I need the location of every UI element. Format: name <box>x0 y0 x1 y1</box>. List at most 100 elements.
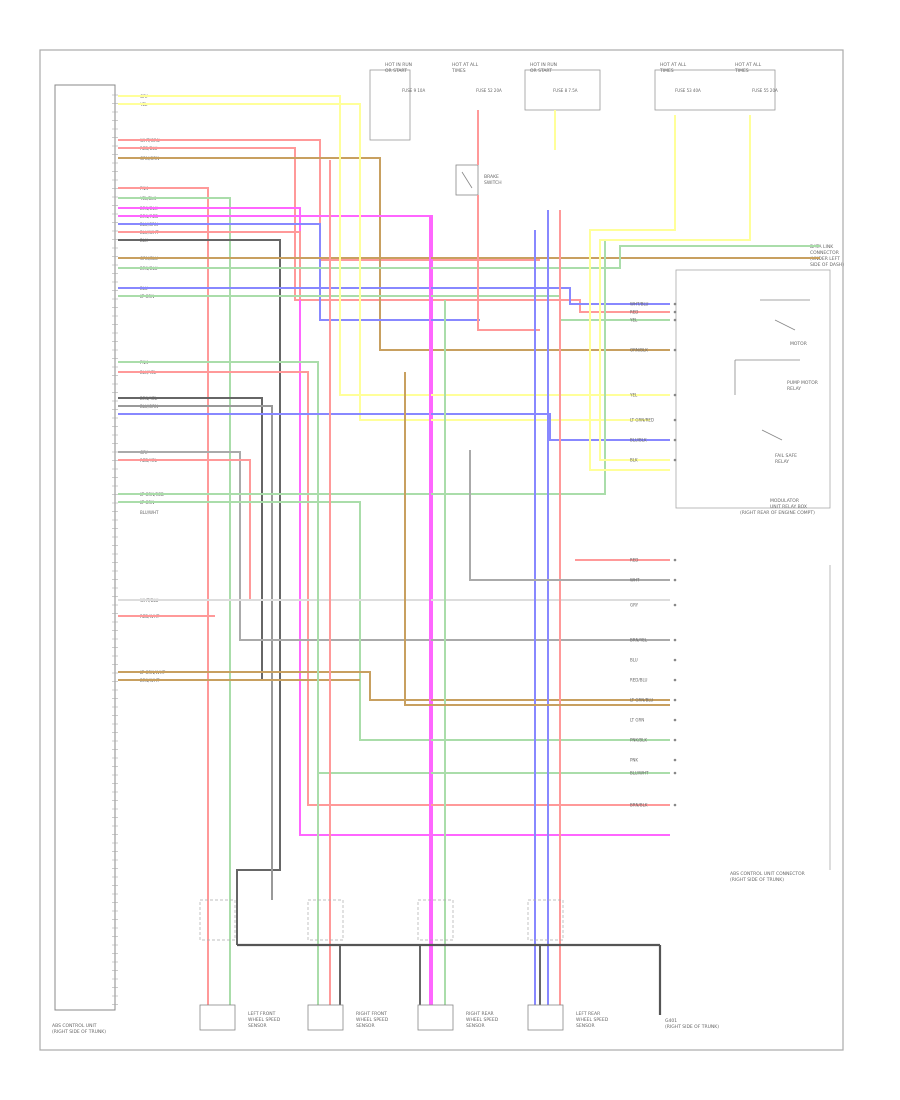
svg-text:(RIGHT SIDE OF TRUNK): (RIGHT SIDE OF TRUNK) <box>730 877 784 883</box>
right-pin-label: GRY <box>630 603 639 608</box>
svg-text:FUSE 53 40A: FUSE 53 40A <box>675 88 701 93</box>
svg-text:OR START: OR START <box>385 68 407 74</box>
wire <box>118 231 301 300</box>
abs-control-unit-connector: ABS CONTROL UNIT CONNECTOR (RIGHT SIDE O… <box>730 565 831 883</box>
pin-dot <box>673 393 677 397</box>
wire <box>118 405 273 900</box>
right-pin-label: BLU/BLK <box>630 438 647 443</box>
pin-dot <box>673 302 677 306</box>
svg-text:FAIL SAFE: FAIL SAFE <box>775 453 797 459</box>
svg-text:RELAY: RELAY <box>787 386 801 392</box>
svg-text:SENSOR: SENSOR <box>356 1023 375 1029</box>
svg-text:TIMES: TIMES <box>659 68 674 74</box>
wire <box>118 103 650 421</box>
wire <box>477 195 540 331</box>
right-pin-label: YEL <box>629 318 638 323</box>
svg-text:MODULATOR: MODULATOR <box>770 498 799 504</box>
wire <box>118 239 281 945</box>
wire <box>118 215 433 1005</box>
wire <box>118 240 606 495</box>
wire <box>118 287 670 305</box>
svg-text:FUSE 8 7.5A: FUSE 8 7.5A <box>553 88 578 93</box>
svg-text:TIMES: TIMES <box>734 68 749 74</box>
svg-text:BRAKE: BRAKE <box>484 174 499 180</box>
svg-text:FUSE 52 20A: FUSE 52 20A <box>476 88 502 93</box>
wire <box>118 245 820 269</box>
svg-text:HOT IN RUN: HOT IN RUN <box>385 62 412 68</box>
pin-dot <box>673 718 677 722</box>
fuse-block-5: HOT AT ALL TIMES FUSE 55 20A <box>734 62 778 93</box>
right-pin-label: BLU <box>630 658 638 663</box>
svg-text:SWITCH: SWITCH <box>484 180 502 186</box>
pin-dot <box>673 658 677 662</box>
svg-text:SENSOR: SENSOR <box>466 1023 485 1029</box>
right-pin-label: RED/BLU <box>630 678 648 683</box>
pin-dot <box>673 318 677 322</box>
svg-text:UNIT RELAY BOX: UNIT RELAY BOX <box>770 504 807 510</box>
sensor-left-rear: LEFT REAR WHEEL SPEED SENSOR <box>527 1004 609 1031</box>
svg-text:HOT AT ALL: HOT AT ALL <box>452 62 479 68</box>
wire <box>118 413 670 441</box>
fuse-block-1: HOT IN RUN OR START FUSE 9 10A <box>369 62 425 141</box>
brake-switch: BRAKE SWITCH <box>455 164 502 196</box>
wire <box>599 115 751 461</box>
svg-text:SENSOR: SENSOR <box>248 1023 267 1029</box>
svg-text:(UNDER LEFT: (UNDER LEFT <box>810 256 840 262</box>
pin-dot <box>673 758 677 762</box>
right-pin-label: YEL <box>629 393 638 398</box>
svg-text:(RIGHT REAR OF ENGINE COMPT): (RIGHT REAR OF ENGINE COMPT) <box>740 510 815 516</box>
svg-text:WHEEL SPEED: WHEEL SPEED <box>356 1017 389 1023</box>
pin-dot <box>673 438 677 442</box>
right-pin-label: WHT <box>630 578 640 583</box>
svg-text:CONNECTOR: CONNECTOR <box>810 250 839 256</box>
wire <box>118 147 670 313</box>
wire <box>118 371 670 806</box>
wire <box>118 95 670 396</box>
svg-text:SIDE OF DASH): SIDE OF DASH) <box>810 262 844 268</box>
svg-text:SENSOR: SENSOR <box>576 1023 595 1029</box>
right-pin-label: RED <box>630 558 638 563</box>
right-pin-label: LT GRN <box>630 718 644 723</box>
diagram-frame <box>39 49 844 1051</box>
wire <box>118 207 670 836</box>
pin-dot <box>673 558 677 562</box>
svg-text:HOT IN RUN: HOT IN RUN <box>530 62 557 68</box>
wire <box>404 372 670 706</box>
sensor-right-rear: RIGHT REAR WHEEL SPEED SENSOR <box>417 1004 499 1031</box>
right-pin-label: RED <box>630 310 638 315</box>
svg-text:(RIGHT SIDE OF TRUNK): (RIGHT SIDE OF TRUNK) <box>52 1029 106 1035</box>
svg-text:FUSE 9 10A: FUSE 9 10A <box>402 88 425 93</box>
wire <box>118 223 480 321</box>
pin-dot <box>673 738 677 742</box>
svg-text:LEFT FRONT: LEFT FRONT <box>248 1011 276 1017</box>
left-pin-ticks <box>112 94 118 1005</box>
svg-text:ABS CONTROL UNIT: ABS CONTROL UNIT <box>52 1023 97 1029</box>
pin-dot <box>673 458 677 462</box>
fuse-block-4: HOT AT ALL TIMES FUSE 53 40A <box>654 62 776 111</box>
svg-text:HOT AT ALL: HOT AT ALL <box>660 62 687 68</box>
pin-dot <box>673 348 677 352</box>
pin-dot <box>673 698 677 702</box>
svg-text:FUSE 55 20A: FUSE 55 20A <box>752 88 778 93</box>
svg-text:WHEEL SPEED: WHEEL SPEED <box>466 1017 499 1023</box>
pin-dot <box>673 578 677 582</box>
svg-text:RIGHT FRONT: RIGHT FRONT <box>356 1011 387 1017</box>
svg-text:(RIGHT SIDE OF TRUNK): (RIGHT SIDE OF TRUNK) <box>665 1024 719 1030</box>
right-pin-label: BLU/WHT <box>630 771 649 776</box>
wire <box>118 501 670 741</box>
wire <box>118 361 670 774</box>
sensor-right-front: RIGHT FRONT WHEEL SPEED SENSOR <box>307 1004 389 1031</box>
data-link-label: DATA LINK CONNECTOR (UNDER LEFT SIDE OF … <box>810 244 844 268</box>
right-pin-label: LT GRN/BLU <box>630 698 653 703</box>
wire <box>118 459 251 600</box>
right-pin-label: BRN/BLK <box>630 803 648 808</box>
left-pin-labels: GRYYELWHT/GRNRED/BLUGRN/ORNPNKYEL/BLKBRN… <box>139 94 166 683</box>
wire <box>118 671 670 701</box>
pin-dot <box>673 418 677 422</box>
svg-text:PUMP MOTOR: PUMP MOTOR <box>787 380 818 386</box>
pin-dot <box>673 310 677 314</box>
right-pin-label: PNK/BLK <box>630 738 647 743</box>
pin-dot <box>673 638 677 642</box>
pin-dot <box>673 771 677 775</box>
